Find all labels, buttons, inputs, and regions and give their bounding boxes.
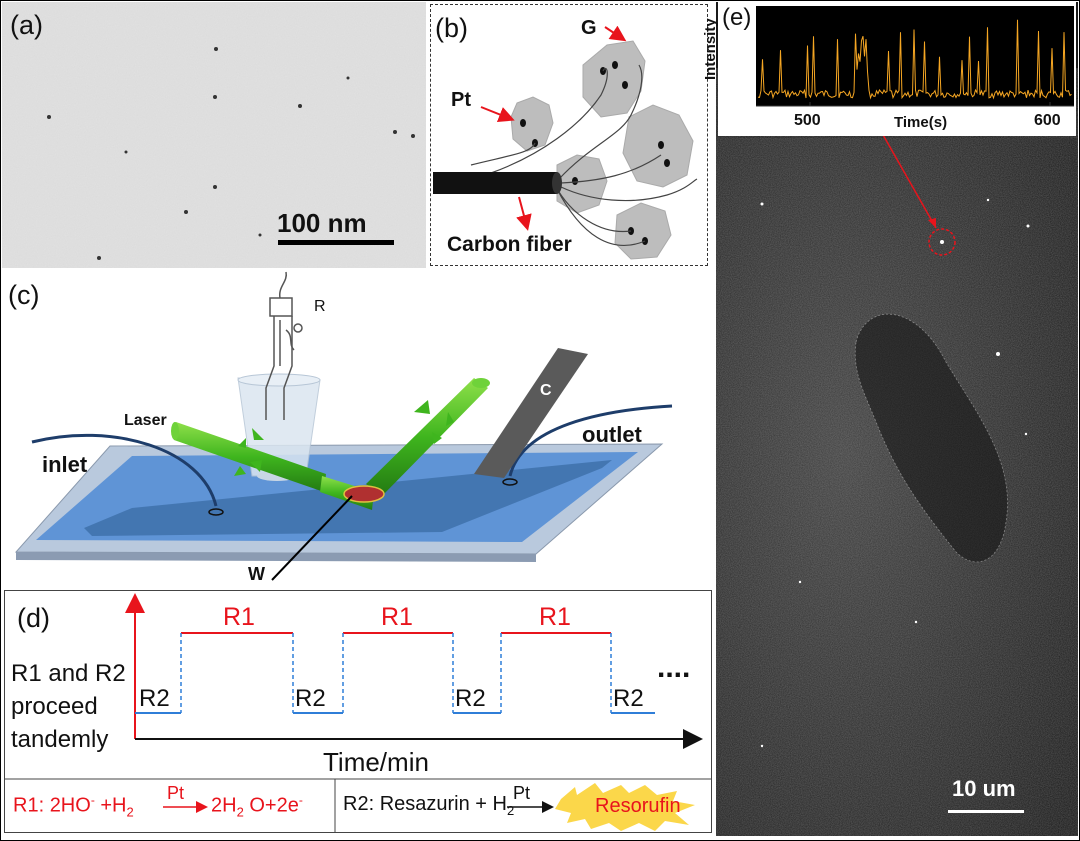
r1-label: R1 <box>223 603 255 631</box>
r1-eq-charge: - <box>90 793 95 807</box>
spot-link-arrow <box>877 125 937 229</box>
label-w: W <box>248 564 265 584</box>
laser-beam-out <box>366 378 488 496</box>
intensity-inset: (e) Intensity 500 Time(s) 600 <box>702 2 1076 136</box>
r1-eq-reactant: 2HO <box>49 794 91 817</box>
label-r: R <box>314 298 326 315</box>
inlet-tube <box>31 433 218 507</box>
r2-eq-sub: 2 <box>506 803 515 818</box>
label-inlet: inlet <box>42 452 88 477</box>
arrow-g <box>604 25 627 42</box>
r2-eq-prefix: R2: <box>343 793 375 815</box>
label-g: G <box>581 17 597 39</box>
r1-eq-h: +H <box>100 794 127 817</box>
scale-bar-e-label: 10 um <box>952 776 1016 801</box>
tem-image <box>2 2 426 268</box>
w-leader <box>271 495 353 581</box>
r2-eq-reactant: Resazurin + H <box>379 793 507 815</box>
arrow-pt <box>480 106 515 122</box>
label-carbon-fiber: Carbon fiber <box>447 233 572 256</box>
r2-label: R2 <box>455 685 486 712</box>
resorufin-burst <box>555 783 695 831</box>
fiber-strands <box>470 64 698 246</box>
panel-b: (b) G Pt Carbon fiber <box>430 4 708 266</box>
spot-link-arrowhead <box>928 218 936 228</box>
r1-prod-h: 2H <box>211 794 237 817</box>
r1-label: R1 <box>539 603 571 631</box>
panel-c: (c) R Laser C inlet outlet W <box>2 270 714 588</box>
beaker-rim <box>237 373 321 387</box>
r1-eq-prefix: R1: <box>13 794 45 817</box>
r1-label: R1 <box>381 603 413 631</box>
label-pt: Pt <box>451 89 471 111</box>
tick-500: 500 <box>794 112 821 129</box>
working-electrode-spot <box>343 485 385 503</box>
fiber-schematic <box>433 25 698 260</box>
laser-beam-in <box>174 422 326 492</box>
label-laser: Laser <box>124 412 167 429</box>
y-axis-label-line: proceed <box>11 693 98 720</box>
intensity-trace <box>757 19 1072 100</box>
laser-direction-arrows <box>234 400 454 476</box>
plate-edge <box>16 552 536 562</box>
laser-beam-out-end <box>472 378 490 388</box>
r2-product: Resorufin <box>595 795 681 817</box>
scale-bar-a <box>278 240 394 245</box>
fiber-end <box>552 172 562 194</box>
label-c: C <box>540 382 552 399</box>
flow-cell-diagram <box>14 271 673 581</box>
trace-y-label: Intensity <box>702 18 719 80</box>
panel-e-label: (e) <box>722 4 752 31</box>
y-axis-label-line: R1 and R2 <box>11 660 126 687</box>
r1-product: 2H2 O+2e- <box>211 793 303 820</box>
r2-equation: R2: Resazurin + H2 <box>343 793 514 818</box>
fiber-shadow <box>854 313 1008 563</box>
r1-prod-rest: O+2e <box>243 794 299 817</box>
panel-e: (e) Intensity 500 Time(s) 600 10 um <box>702 2 1078 836</box>
tick-600: 600 <box>1034 112 1061 129</box>
nanoparticles <box>47 47 415 260</box>
panel-d: (d) R1 and R2 proceed tandemly Time/min … <box>4 590 712 833</box>
arrow-fiber <box>516 196 532 231</box>
trace-x-label: Time(s) <box>894 114 948 131</box>
transitions <box>180 633 612 713</box>
reference-electrode <box>265 271 303 420</box>
selected-spot-circle <box>928 228 956 256</box>
r2-catalyst: Pt <box>513 783 531 803</box>
r1-equation: R1: 2HO- +H2 <box>13 793 134 820</box>
r2-label: R2 <box>139 685 170 712</box>
counter-electrode <box>474 348 588 478</box>
y-axis-label-line: tandemly <box>11 726 109 753</box>
scale-bar-e <box>948 810 1024 813</box>
panel-c-label: (c) <box>8 280 40 310</box>
inlet-port <box>208 508 224 516</box>
r1-catalyst: Pt <box>167 783 185 803</box>
panel-a-label: (a) <box>10 10 43 40</box>
panel-a: (a) 100 nm <box>2 2 426 268</box>
bright-spots <box>760 198 1030 748</box>
r2-label: R2 <box>295 685 326 712</box>
r1-prod-charge: - <box>298 793 303 807</box>
carbon-fiber-rod <box>433 172 557 194</box>
r1-eq-sub: 2 <box>126 804 134 820</box>
fluorescence-image <box>716 125 1078 836</box>
continuation-ellipsis: .... <box>657 651 691 684</box>
tandem-timeline <box>5 593 711 832</box>
label-outlet: outlet <box>582 422 642 447</box>
r1-prod-sub: 2 <box>236 804 244 820</box>
outlet-port <box>502 478 518 486</box>
laser-beam-in-end <box>171 422 179 440</box>
panel-b-label: (b) <box>435 13 468 43</box>
scale-bar-a-label: 100 nm <box>277 208 367 238</box>
x-axis-label: Time/min <box>323 747 429 777</box>
panel-d-label: (d) <box>17 603 50 633</box>
r2-label: R2 <box>613 685 644 712</box>
intensity-trace-chart <box>756 6 1074 107</box>
y-axis-label: R1 and R2 proceed tandemly <box>11 657 126 756</box>
outlet-tube <box>508 404 673 477</box>
